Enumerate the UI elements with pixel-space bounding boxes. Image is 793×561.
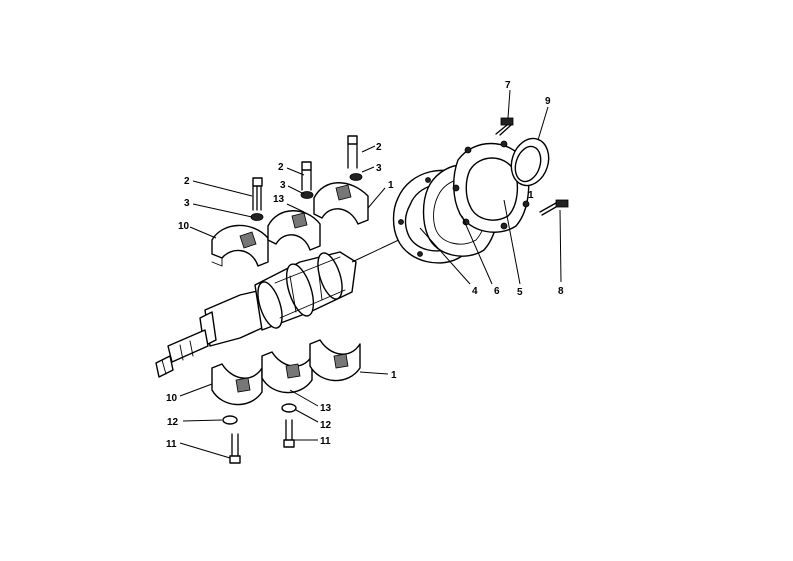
callout-1: 1 [528, 190, 534, 201]
leader-lines [179, 89, 562, 459]
bolt-lower-a [229, 433, 241, 464]
callout-12: 12 [320, 420, 332, 431]
callout-6: 6 [494, 286, 500, 297]
callout-9: 9 [545, 96, 551, 107]
washer-upper-a [250, 213, 264, 221]
bolt-lower-b [283, 419, 295, 448]
screw-8 [539, 199, 569, 216]
callout-labels: 7 9 2 3 1 2 3 13 2 3 10 1 4 6 5 8 1 10 1… [166, 80, 564, 450]
callout-13: 13 [273, 194, 285, 205]
stud-upper-a [252, 177, 263, 211]
washer-lower-a [222, 415, 238, 425]
callout-11: 11 [166, 439, 177, 450]
callout-1: 1 [388, 180, 394, 191]
callout-2: 2 [376, 142, 382, 153]
callout-7: 7 [505, 80, 511, 91]
callout-1: 1 [391, 370, 397, 381]
stud-upper-b [301, 161, 312, 191]
main-bearing-upper-10 [211, 224, 269, 267]
callout-3: 3 [184, 198, 190, 209]
main-bearing-lower-13 [261, 351, 313, 394]
main-bearing-lower-1 [309, 339, 361, 382]
callout-2: 2 [184, 176, 190, 187]
main-bearing-lower-10 [211, 363, 263, 406]
callout-3: 3 [280, 180, 286, 191]
crankshaft [155, 229, 421, 378]
washer-upper-c [349, 173, 363, 181]
callout-11: 11 [320, 436, 331, 447]
callout-10: 10 [166, 393, 178, 404]
callout-2: 2 [278, 162, 284, 173]
callout-8: 8 [558, 286, 564, 297]
callout-4: 4 [472, 286, 478, 297]
main-bearing-upper-1 [313, 182, 369, 225]
callout-5: 5 [517, 287, 523, 298]
callout-10: 10 [178, 221, 190, 232]
stud-upper-c [347, 135, 358, 169]
seal-ring-9 [510, 137, 550, 187]
callout-12: 12 [167, 417, 179, 428]
washer-upper-b [300, 191, 314, 199]
main-bearing-upper-13 [267, 210, 321, 251]
callout-13: 13 [320, 403, 332, 414]
screw-7 [495, 117, 514, 136]
washer-lower-b [281, 403, 297, 413]
callout-3: 3 [376, 163, 382, 174]
